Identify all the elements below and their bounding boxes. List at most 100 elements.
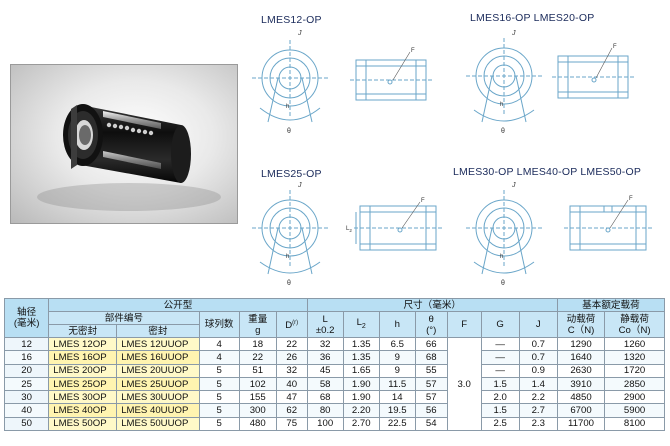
cell-l: 100 (306, 416, 344, 432)
cell-h: 11.5 (378, 376, 416, 392)
j-label: J (511, 182, 516, 189)
cell-shaft: 16 (3, 350, 50, 365)
cell-j: 0.7 (518, 350, 558, 365)
cell-j: 0.7 (518, 336, 558, 352)
drawing-lmes12: F J h θ (250, 30, 440, 140)
drawing-lmes30-50: F J h θ (462, 182, 662, 292)
j-header: J (518, 311, 558, 338)
l2-header: L2 (342, 311, 380, 338)
j-label: J (511, 30, 516, 37)
cell-l: 45 (306, 363, 344, 378)
cell-shaft: 30 (3, 390, 50, 405)
cell-unsealed: LMES 40OP (48, 403, 118, 418)
cell-weight: 480 (238, 416, 277, 432)
cell-c: 11700 (556, 416, 606, 432)
cell-balls: 4 (198, 350, 240, 365)
cell-d: 40 (275, 376, 308, 392)
h-label: h (500, 254, 503, 260)
cell-j: 1.4 (518, 376, 558, 392)
d-header: D(r) (275, 311, 308, 338)
f-label: F (411, 48, 415, 54)
part-number-header: 部件编号 (48, 311, 200, 325)
metric-header: 公开型 (48, 298, 308, 312)
drawing-lmes16-20: F J h θ (462, 30, 662, 140)
cell-j: 2.3 (518, 416, 558, 432)
cell-h: 14 (378, 390, 416, 405)
cell-balls: 5 (198, 376, 240, 392)
drawing-lmes25: F L2 J h θ (250, 182, 450, 292)
cell-c: 1290 (556, 336, 606, 352)
cell-j: 2.7 (518, 403, 558, 418)
cell-l: 80 (306, 403, 344, 418)
cell-d: 62 (275, 403, 308, 418)
f-value-cell: 3.0 (446, 336, 482, 432)
cell-l: 68 (306, 390, 344, 405)
cell-weight: 102 (238, 376, 277, 392)
dimensions-header: 尺寸（毫米） (306, 298, 558, 312)
theta-header: θ(°) (414, 311, 448, 338)
cell-h: 19.5 (378, 403, 416, 418)
cell-sealed: LMES 16UUOP (116, 350, 200, 365)
cell-h: 9 (378, 350, 416, 365)
h-label: h (286, 254, 289, 260)
h-label: h (286, 104, 289, 110)
cell-theta: 56 (414, 403, 448, 418)
cell-c: 2630 (556, 363, 606, 378)
cell-l: 36 (306, 350, 344, 365)
cell-g: — (480, 363, 520, 378)
cell-theta: 57 (414, 390, 448, 405)
theta-label: θ (287, 280, 291, 287)
cell-shaft: 40 (3, 403, 50, 418)
cell-c: 3910 (556, 376, 606, 392)
cell-d: 22 (275, 336, 308, 352)
cell-shaft: 20 (3, 363, 50, 378)
cell-weight: 18 (238, 336, 277, 352)
cell-unsealed: LMES 50OP (48, 416, 118, 432)
l-header: L±0.2 (306, 311, 344, 338)
cell-l: 32 (306, 336, 344, 352)
balls-header: 球列数 (198, 311, 240, 338)
theta-label: θ (501, 280, 505, 287)
cell-unsealed: LMES 25OP (48, 376, 118, 392)
cell-l2: 1.35 (342, 336, 380, 352)
diagram-title-lmes16-20: LMES16-OP LMES20-OP (470, 12, 595, 24)
cell-l2: 1.90 (342, 390, 380, 405)
unsealed-header: 无密封 (48, 324, 118, 338)
cell-l2: 2.70 (342, 416, 380, 432)
cell-g: 2.5 (480, 416, 520, 432)
theta-label: θ (501, 128, 505, 135)
cell-sealed: LMES 30UUOP (116, 390, 200, 405)
cell-balls: 5 (198, 390, 240, 405)
g-header: G (480, 311, 520, 338)
cell-shaft: 50 (3, 416, 50, 432)
linear-bearing-image (37, 104, 221, 211)
cell-theta: 54 (414, 416, 448, 432)
cell-balls: 4 (198, 336, 240, 352)
f-header: F (446, 311, 482, 338)
cell-sealed: LMES 25UUOP (116, 376, 200, 392)
cell-j: 2.2 (518, 390, 558, 405)
j-label: J (297, 182, 302, 189)
cell-l2: 2.20 (342, 403, 380, 418)
cell-d: 75 (275, 416, 308, 432)
cell-c: 1640 (556, 350, 606, 365)
load-rating-header: 基本额定载荷 (556, 298, 666, 312)
product-photo (10, 64, 238, 224)
cell-co: 1720 (604, 363, 665, 378)
cell-d: 32 (275, 363, 308, 378)
cell-g: — (480, 350, 520, 365)
cell-c: 6700 (556, 403, 606, 418)
h-label: h (500, 102, 503, 108)
cell-weight: 51 (238, 363, 277, 378)
cell-sealed: LMES 40UUOP (116, 403, 200, 418)
cell-sealed: LMES 12UUOP (116, 336, 200, 352)
f-label: F (421, 198, 425, 204)
